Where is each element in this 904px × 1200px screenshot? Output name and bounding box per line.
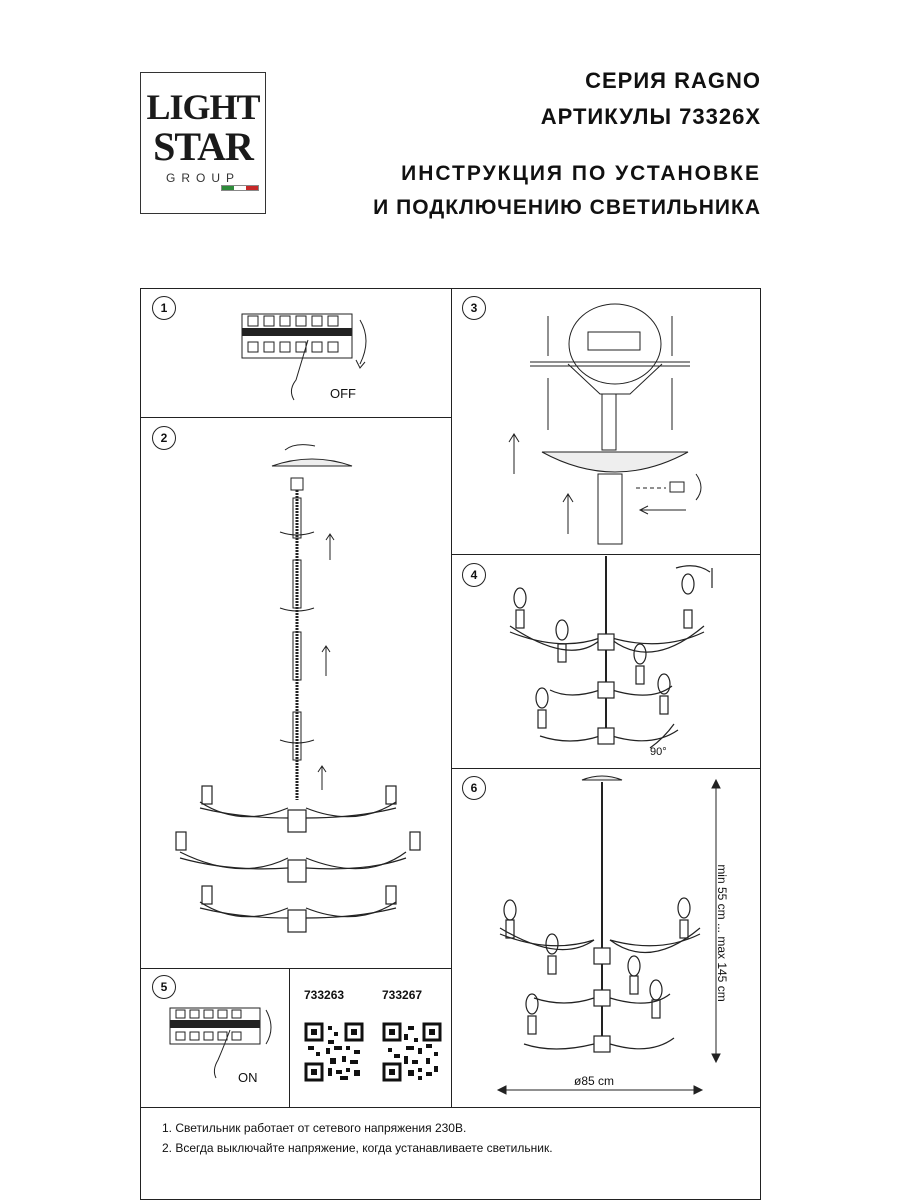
step-number-3: 3 xyxy=(462,296,486,320)
italian-flag-icon xyxy=(221,185,259,191)
diameter-label: ø85 cm xyxy=(574,1074,615,1088)
off-label: OFF xyxy=(330,386,356,401)
step-number-4: 4 xyxy=(462,563,486,587)
series-title: СЕРИЯ RAGNO xyxy=(585,68,761,93)
angle-label: 90° xyxy=(650,746,667,758)
assembly-illustration xyxy=(175,444,421,933)
qr-code-icon[interactable] xyxy=(382,1022,442,1082)
step-number-1: 1 xyxy=(152,296,176,320)
note-line-2: 2. Всегда выключайте напряжение, когда у… xyxy=(162,1141,553,1155)
ceiling-mount-illustration xyxy=(508,303,702,545)
dimensions-illustration xyxy=(496,775,721,1095)
step-number-5: 5 xyxy=(152,975,176,999)
brand-logo: LIGHT STAR GROUP xyxy=(140,72,266,214)
logo-line-light: LIGHT xyxy=(146,87,260,127)
step-number-6: 6 xyxy=(462,776,486,800)
breaker-on-illustration xyxy=(169,1007,272,1079)
height-dimension-label: min 55 cm ... max 145 cm xyxy=(715,864,729,1002)
qr-article-1: 733263 xyxy=(304,988,345,1002)
logo-line-group: GROUP xyxy=(165,171,240,185)
articles-title: АРТИКУЛЫ 73326X xyxy=(540,104,761,129)
instruction-title-line2: И ПОДКЛЮЧЕНИЮ СВЕТИЛЬНИКА xyxy=(373,196,761,219)
bulb-install-illustration xyxy=(509,556,713,749)
safety-notes: 1. Светильник работает от сетевого напря… xyxy=(162,1118,553,1158)
instruction-title-line1: ИНСТРУКЦИЯ ПО УСТАНОВКЕ xyxy=(401,162,761,185)
qr-article-2: 733267 xyxy=(382,988,423,1002)
breaker-off-illustration xyxy=(241,313,367,401)
step-number-2: 2 xyxy=(152,426,176,450)
note-line-1: 1. Светильник работает от сетевого напря… xyxy=(162,1121,467,1135)
logo-line-star: STAR xyxy=(153,124,254,169)
qr-code-icon[interactable] xyxy=(304,1022,364,1082)
on-label: ON xyxy=(238,1070,258,1085)
